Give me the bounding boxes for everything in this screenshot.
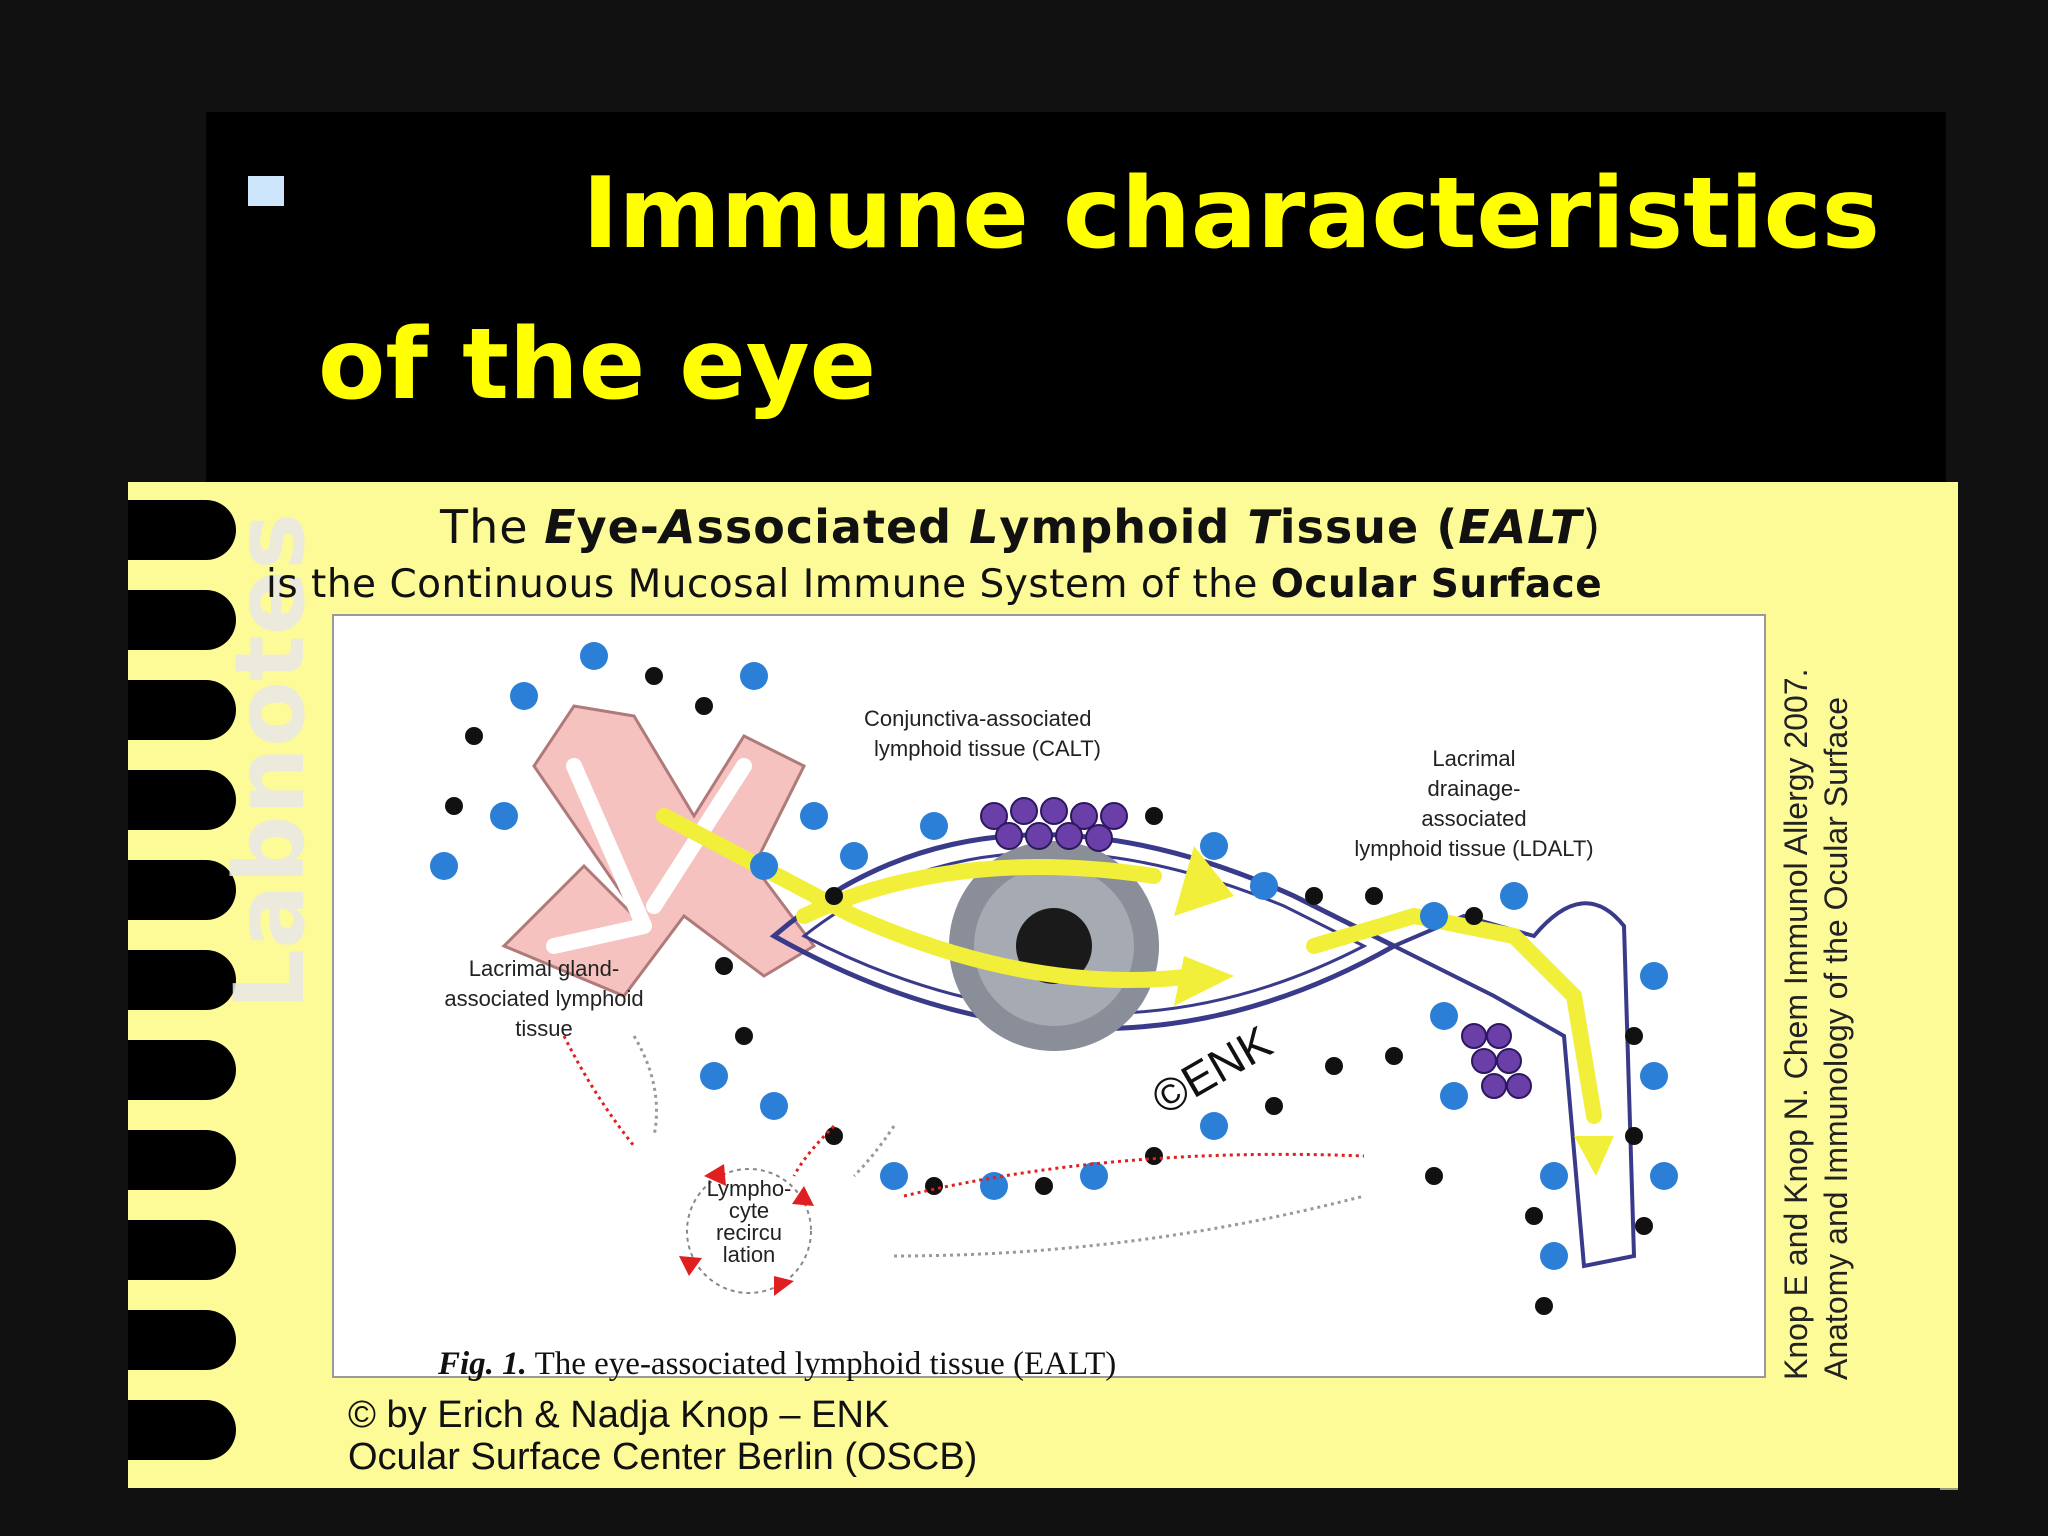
ldalt-label-3: associated	[1421, 806, 1526, 831]
binding-ring	[128, 1130, 236, 1190]
ldalt-label-2: drainage-	[1428, 776, 1521, 801]
binding-ring	[128, 860, 236, 920]
recirc-label-1: Lympho-	[707, 1176, 792, 1201]
arrow-head	[1174, 846, 1234, 916]
slide-title-line-1: Immune characteristics	[582, 157, 1880, 271]
copyright-line-2: Ocular Surface Center Berlin (OSCB)	[348, 1436, 978, 1478]
figure-caption: Fig. 1. The eye-associated lymphoid tiss…	[438, 1346, 1117, 1382]
lgalt-label-1: Lacrimal gland-	[469, 956, 619, 981]
binding-ring	[128, 1220, 236, 1280]
title-panel	[206, 112, 1946, 492]
copyright-line-1: © by Erich & Nadja Knop – ENK	[348, 1394, 890, 1436]
recirculation-paths	[562, 1035, 1365, 1258]
ldalt-follicle	[1461, 1023, 1532, 1099]
binding-ring	[128, 500, 236, 560]
figure-heading-line-1: The Eye-Associated Lymphoid Tissue (EALT…	[440, 500, 1602, 554]
flow-arrows	[656, 808, 1602, 1124]
lacrimal-drainage-duct	[1389, 901, 1637, 1269]
bullet-square-icon	[248, 176, 284, 206]
binding-ring	[128, 950, 236, 1010]
arrow-head	[1574, 1136, 1614, 1176]
arrow-head	[1174, 956, 1234, 1006]
calt-follicle	[980, 797, 1128, 852]
binding-ring	[128, 1400, 236, 1460]
calt-label-1: Conjunctiva-associated	[864, 706, 1091, 731]
ealt-figure: Conjunctiva-associated lymphoid tissue (…	[332, 614, 1766, 1378]
figure-heading-line-2: is the Continuous Mucosal Immune System …	[266, 562, 1603, 607]
recirc-label-3: recircu	[716, 1220, 782, 1245]
recirc-label-2: cyte	[729, 1198, 769, 1223]
ldalt-label-1: Lacrimal	[1432, 746, 1515, 771]
side-citation: Knop E and Knop N. Chem Immunol Allergy …	[1778, 668, 1854, 1380]
ldalt-label-4: lymphoid tissue (LDALT)	[1354, 836, 1593, 861]
recirc-label-4: lation	[723, 1242, 776, 1267]
slide-title-line-2: of the eye	[318, 308, 877, 422]
lgalt-label-2: associated lymphoid	[444, 986, 643, 1011]
binding-ring	[128, 590, 236, 650]
ealt-diagram: Conjunctiva-associated lymphoid tissue (…	[430, 642, 1678, 1315]
calt-label-2: lymphoid tissue (CALT)	[874, 736, 1101, 761]
recirculation-cycle	[679, 1164, 814, 1296]
binding-ring	[128, 680, 236, 740]
binding-ring	[128, 770, 236, 830]
lgalt-label-3: tissue	[515, 1016, 572, 1041]
enk-mark: ©ENK	[1143, 1015, 1281, 1124]
binding-ring	[128, 1040, 236, 1100]
binding-ring	[128, 1310, 236, 1370]
lacrimal-gland	[501, 704, 817, 998]
immune-cells	[430, 642, 1678, 1315]
